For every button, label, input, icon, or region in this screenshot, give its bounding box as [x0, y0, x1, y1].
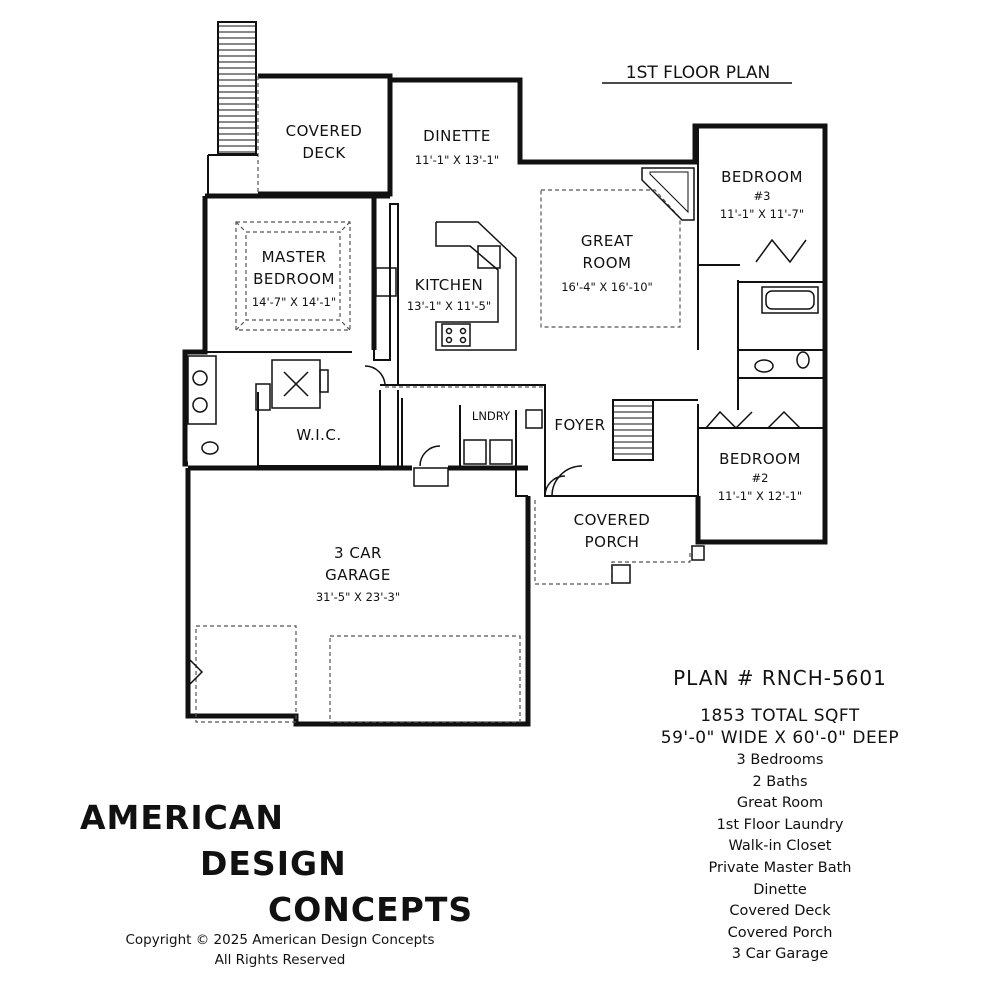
copyright: Copyright © 2025 American Design Concept… — [60, 930, 500, 970]
kitchen-label: KITCHEN — [415, 276, 484, 294]
refrigerator-icon — [375, 267, 397, 297]
dinette-label: DINETTE — [423, 127, 491, 145]
bedroom3-number: #3 — [754, 189, 771, 203]
master-bath-fixtures — [187, 355, 329, 455]
feature-item: Covered Porch — [727, 924, 833, 941]
bedroom2-number: #2 — [752, 471, 769, 485]
brand-line-2: DESIGN — [200, 844, 347, 883]
garage — [185, 465, 531, 727]
foyer-label: FOYER — [554, 416, 605, 434]
feature-item: 1st Floor Laundry — [716, 816, 844, 833]
bedroom2-label: BEDROOM — [719, 450, 801, 468]
brand-line-1: AMERICAN — [80, 798, 284, 837]
dinette-dims: 11'-1" X 13'-1" — [415, 153, 499, 167]
total-sqft: 1853 TOTAL SQFT — [700, 706, 860, 726]
ceiling-outlines — [235, 189, 681, 331]
bedroom3-dims: 11'-1" X 11'-7" — [720, 207, 804, 221]
feature-item: 2 Baths — [752, 773, 808, 790]
brand-line-3: CONCEPTS — [268, 890, 474, 929]
feature-item: Walk-in Closet — [728, 838, 832, 855]
bath2-fixtures — [754, 286, 819, 373]
bedroom3-label: BEDROOM — [721, 168, 803, 186]
garage-label-1: 3 CAR — [334, 544, 382, 562]
master-bedroom-label-2: BEDROOM — [253, 270, 335, 288]
closet-doors — [705, 238, 807, 430]
great-room-dims: 16'-4" X 16'-10" — [561, 280, 653, 294]
interior-walls — [205, 126, 825, 540]
cooktop-icon — [441, 323, 471, 347]
feature-item: Covered Deck — [729, 903, 831, 920]
interior-stairs — [612, 399, 654, 461]
kitchen-counters — [375, 221, 517, 351]
deck-stairs — [217, 21, 257, 155]
feature-item: 3 Bedrooms — [736, 752, 824, 768]
kitchen-dims: 13'-1" X 11'-5" — [407, 299, 491, 313]
feature-item: 3 Car Garage — [731, 946, 829, 963]
garage-dims: 31'-5" X 23'-3" — [316, 590, 400, 604]
laundry-label: LNDRY — [472, 409, 511, 423]
wic-label: W.I.C. — [296, 426, 341, 444]
copyright-line-1: Copyright © 2025 American Design Concept… — [125, 932, 435, 948]
covered-deck-label-2: DECK — [302, 144, 346, 162]
feature-item: Private Master Bath — [708, 859, 852, 876]
garage-label-2: GARAGE — [325, 566, 391, 584]
master-bedroom-label-1: MASTER — [262, 248, 327, 266]
plan-number: PLAN # RNCH-5601 — [673, 666, 887, 690]
plan-dimensions: 59'-0" WIDE X 60'-0" DEEP — [660, 728, 900, 748]
covered-porch-label-1: COVERED — [574, 511, 651, 529]
feature-item: Dinette — [753, 881, 807, 898]
feature-item: Great Room — [736, 795, 824, 812]
plan-title: 1ST FLOOR PLAN — [626, 63, 770, 83]
great-room-label-2: ROOM — [583, 254, 632, 272]
bedroom2-dims: 11'-1" X 12'-1" — [718, 489, 802, 503]
laundry-fixtures — [463, 409, 543, 465]
covered-porch — [534, 500, 705, 585]
doors — [364, 365, 583, 497]
covered-porch-label-2: PORCH — [585, 533, 640, 551]
plan-info: PLAN # RNCH-5601 1853 TOTAL SQFT 59'-0" … — [620, 666, 940, 966]
master-bedroom-dims: 14'-7" X 14'-1" — [252, 295, 336, 309]
fireplace — [641, 167, 695, 221]
exterior-walls — [182, 77, 828, 545]
sink-icon — [477, 245, 501, 269]
copyright-line-2: All Rights Reserved — [214, 952, 346, 968]
covered-deck-label-1: COVERED — [286, 122, 363, 140]
great-room-label-1: GREAT — [581, 232, 634, 250]
